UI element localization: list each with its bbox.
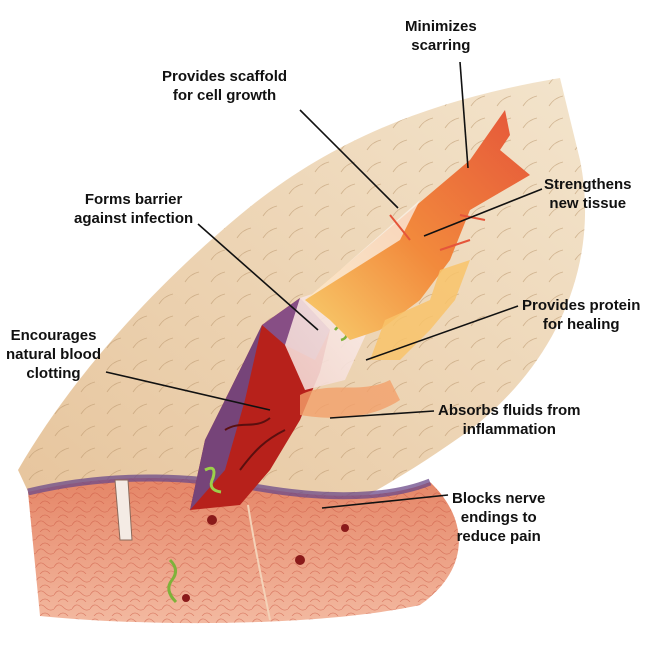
- label-clotting-line-2: natural blood: [6, 345, 101, 364]
- label-nerve: Blocks nerve endings to reduce pain: [452, 489, 545, 546]
- label-clotting-line-1: Encourages: [6, 326, 101, 345]
- label-minimizes-scarring-line-1: Minimizes: [405, 17, 477, 36]
- label-nerve-line-3: reduce pain: [452, 527, 545, 546]
- label-barrier-line-2: against infection: [74, 209, 193, 228]
- label-clotting: Encourages natural blood clotting: [6, 326, 101, 383]
- label-barrier-line-1: Forms barrier: [74, 190, 193, 209]
- label-scaffold-line-1: Provides scaffold: [162, 67, 287, 86]
- label-nerve-line-1: Blocks nerve: [452, 489, 545, 508]
- label-barrier: Forms barrier against infection: [74, 190, 193, 228]
- label-protein: Provides protein for healing: [522, 296, 640, 334]
- label-scaffold-line-2: for cell growth: [162, 86, 287, 105]
- label-protein-line-2: for healing: [522, 315, 640, 334]
- label-strengthens: Strengthens new tissue: [544, 175, 632, 213]
- label-absorbs-line-1: Absorbs fluids from: [438, 401, 581, 420]
- label-scaffold: Provides scaffold for cell growth: [162, 67, 287, 105]
- label-nerve-line-2: endings to: [452, 508, 545, 527]
- label-protein-line-1: Provides protein: [522, 296, 640, 315]
- label-minimizes-scarring-line-2: scarring: [405, 36, 477, 55]
- label-absorbs-line-2: inflammation: [438, 420, 581, 439]
- label-clotting-line-3: clotting: [6, 364, 101, 383]
- label-strengthens-line-2: new tissue: [544, 194, 632, 213]
- label-absorbs: Absorbs fluids from inflammation: [438, 401, 581, 439]
- label-strengthens-line-1: Strengthens: [544, 175, 632, 194]
- label-minimizes-scarring: Minimizes scarring: [405, 17, 477, 55]
